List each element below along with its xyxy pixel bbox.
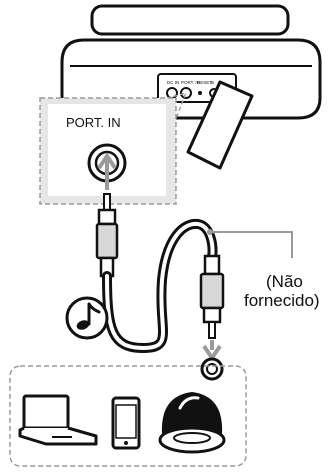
callout-leader <box>207 229 293 258</box>
port-callout: PORT. IN <box>39 91 188 205</box>
music-note-head <box>76 320 90 330</box>
lower-plug <box>199 254 225 339</box>
not-supplied-label-line2: fornecido) <box>244 291 320 310</box>
speaker-top <box>90 4 290 36</box>
lower-plug-body <box>199 272 225 310</box>
panel-label-dc-in: DC IN <box>167 80 179 85</box>
port-in-jack <box>180 87 192 99</box>
leader-line <box>210 231 293 258</box>
devices-box <box>9 365 247 467</box>
leader-dot <box>207 229 213 235</box>
mp3-player-icon <box>158 392 226 454</box>
laptop-icon <box>18 394 98 446</box>
lower-plug-tip <box>208 321 216 339</box>
panel-label-port-in: PORT. IN <box>181 80 200 85</box>
insert-arrow-up <box>97 152 117 190</box>
reset-hole <box>198 91 202 95</box>
port-label: PORT. IN <box>66 115 121 130</box>
insert-arrow-down <box>202 340 222 362</box>
audio-cable <box>102 218 218 354</box>
music-note-circle <box>65 296 109 340</box>
upper-plug-body <box>95 222 119 260</box>
lower-plug-collar <box>202 306 222 324</box>
not-supplied-label-line1: (Não <box>266 272 303 291</box>
rubber-flap <box>186 80 254 170</box>
external-devices <box>9 365 247 467</box>
music-note-icon <box>87 302 101 326</box>
panel-label-reset: RESET <box>197 80 212 85</box>
cable-inner <box>105 221 215 351</box>
upper-plug <box>95 193 119 278</box>
smartphone-icon <box>111 396 141 450</box>
panel-label-b: B <box>211 80 214 85</box>
lower-plug-strain <box>203 254 221 276</box>
upper-plug-tip <box>103 193 111 211</box>
upper-plug-collar <box>97 208 117 226</box>
music-note-symbol <box>65 296 109 340</box>
